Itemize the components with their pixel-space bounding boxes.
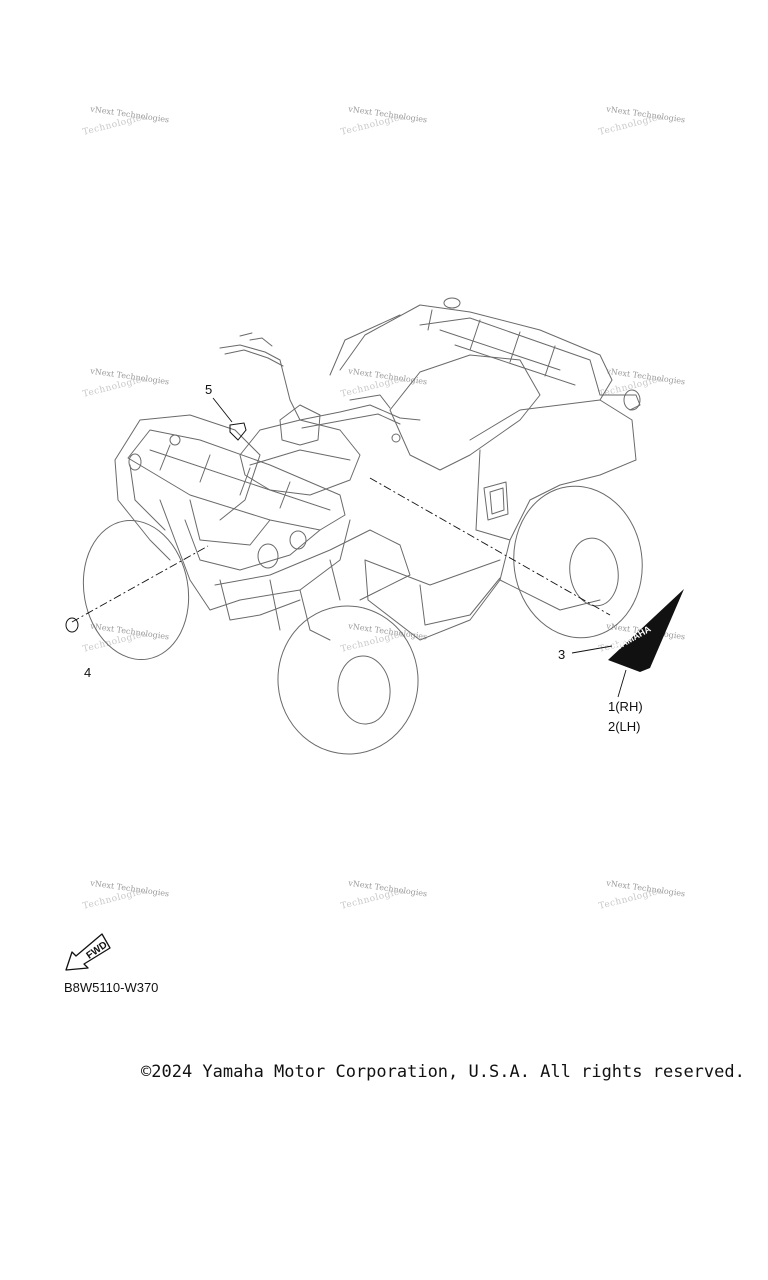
leader-callout-3 — [571, 645, 613, 654]
front-right-hub — [337, 655, 391, 725]
front-left-wheel — [82, 519, 190, 661]
front-right-wheel — [277, 605, 419, 755]
leader-callout-5 — [212, 397, 233, 423]
rear-right-wheel — [513, 485, 643, 639]
side-decal — [608, 589, 684, 672]
front-rack — [127, 429, 346, 531]
leader-callout-1 — [617, 669, 627, 698]
part-code: B8W5110-W370 — [64, 980, 159, 995]
emblem-5 — [229, 422, 247, 441]
copyright-notice: ©2024 Yamaha Motor Corporation, U.S.A. A… — [141, 1062, 745, 1082]
callout-4: 4 — [84, 665, 92, 680]
rear-right-hub — [569, 537, 619, 607]
rear-rack — [339, 304, 613, 401]
fuel-tank — [239, 419, 361, 496]
rear-fender — [469, 399, 637, 581]
seat — [389, 354, 541, 471]
front-bumper — [159, 499, 351, 611]
callout-5: 5 — [205, 382, 213, 397]
callout-1-rh: 1(RH) — [608, 699, 643, 714]
callout-3: 3 — [558, 647, 566, 662]
lower-body — [364, 559, 601, 641]
callout-2-lh: 2(LH) — [608, 719, 641, 734]
front-side-panel — [214, 529, 411, 601]
emblem-4 — [65, 617, 79, 633]
leader-decal-3 — [369, 477, 611, 616]
front-fender — [114, 414, 261, 521]
leader-emblem-4 — [71, 545, 209, 623]
handlebar — [219, 344, 301, 421]
fwd-arrow-icon: FWD — [65, 933, 111, 971]
